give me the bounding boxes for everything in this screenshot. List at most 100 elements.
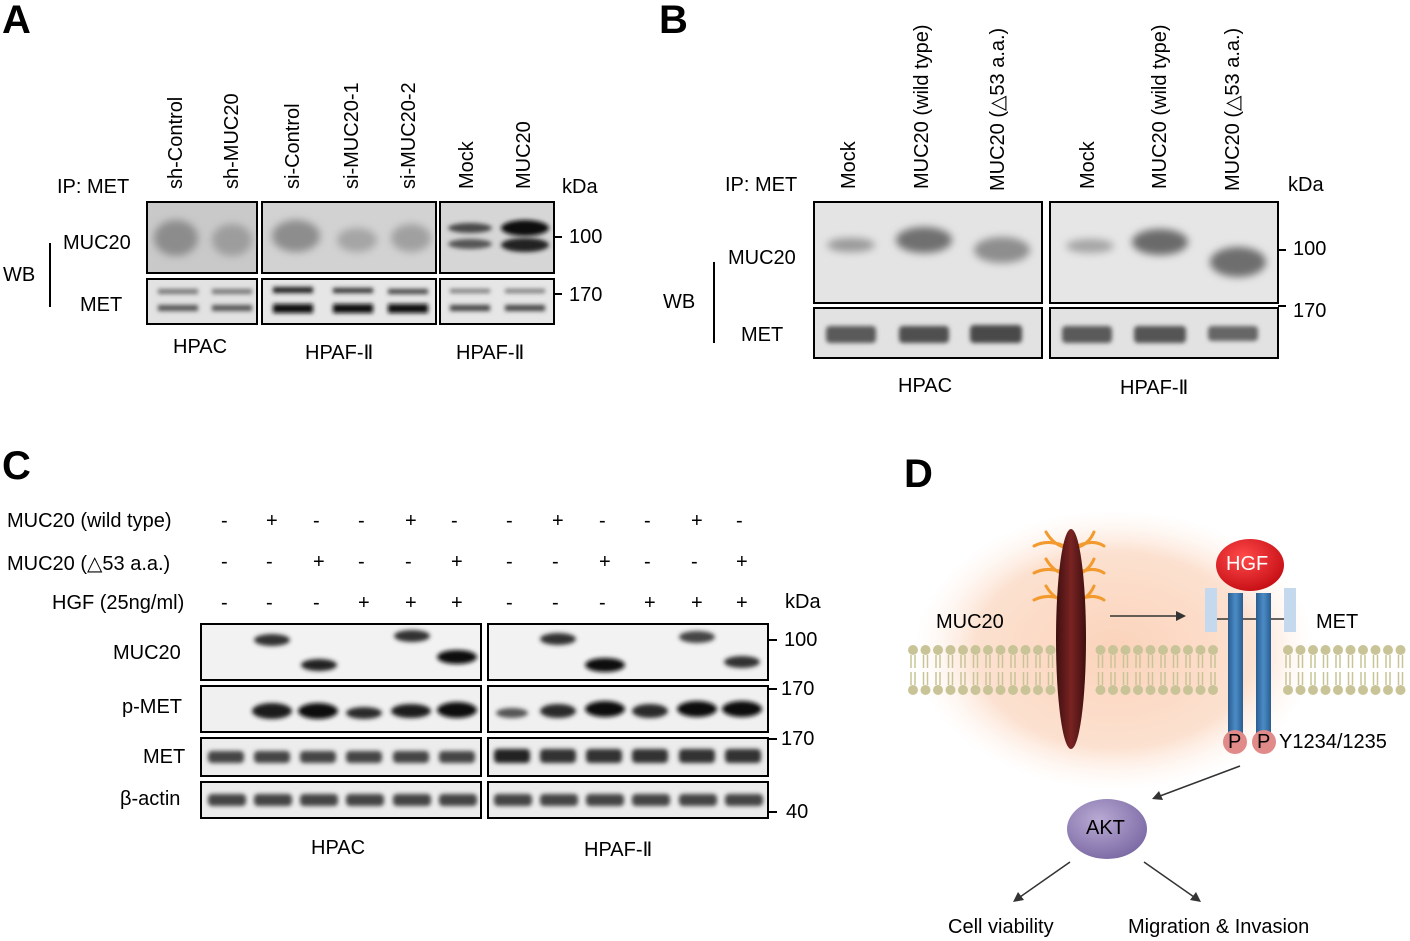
panel-c-condition-sign: +: [451, 592, 463, 614]
panel-b-wb-label: WB: [663, 291, 696, 313]
panel-b-lane-label: MUC20 (wild type): [911, 24, 933, 189]
panel-a-marker: 100: [569, 226, 603, 248]
panel-c-condition-sign: +: [451, 551, 463, 573]
panel-c-marker: 100: [784, 629, 818, 651]
panel-c-condition-sign: +: [405, 592, 417, 614]
panel-b-row-muc20: MUC20: [728, 247, 796, 269]
panel-c-condition-sign: -: [358, 551, 365, 573]
panel-c-condition-sign: -: [506, 510, 513, 532]
panel-a-letter: A: [2, 0, 31, 42]
panel-c-blots: [200, 623, 777, 819]
muc20-glyph: [1032, 529, 1106, 749]
panel-c-condition-sign: +: [313, 551, 325, 573]
panel-b-row-met: MET: [741, 324, 784, 346]
diagram-label-outcome: Migration & Invasion: [1128, 916, 1310, 938]
panel-a-lane-label: si-MUC20-2: [398, 82, 420, 189]
panel-c-condition-sign: -: [221, 510, 228, 532]
panel-a-lane-label: Mock: [456, 141, 478, 189]
panel-c-condition-sign: -: [313, 510, 320, 532]
panel-c-condition-label: HGF (25ng/ml): [52, 592, 185, 614]
diagram-label-phospho: P: [1228, 731, 1242, 753]
panel-a-cell-line: HPAF-Ⅱ: [456, 342, 525, 364]
panel-c-condition-sign: -: [552, 551, 559, 573]
panel-b-kda-label: kDa: [1288, 174, 1324, 196]
panel-c-condition-label: MUC20 (△53 a.a.): [7, 553, 171, 575]
panel-b-lane-label: MUC20 (△53 a.a.): [1222, 27, 1244, 191]
panel-c-condition-sign: -: [451, 510, 458, 532]
panel-c-cell-line: HPAC: [311, 837, 366, 859]
panel-c-condition-sign: -: [736, 510, 743, 532]
panel-c-condition-sign: +: [644, 592, 656, 614]
diagram-label-phospho: P: [1257, 731, 1271, 753]
diagram-label-met: MET: [1316, 611, 1359, 633]
panel-a-cell-line: HPAF-Ⅱ: [305, 342, 374, 364]
panel-c-letter: C: [2, 444, 31, 488]
panel-a-kda-label: kDa: [562, 176, 598, 198]
diagram-label-site: Y1234/1235: [1279, 731, 1387, 753]
panel-a-lane-label: sh-Control: [165, 96, 187, 189]
panel-c-condition-sign: +: [736, 592, 748, 614]
panel-c-condition-sign: +: [552, 510, 564, 532]
panel-c-condition-sign: -: [221, 551, 228, 573]
panel-b-ip-label: IP: MET: [725, 174, 798, 196]
panel-c-condition-sign: +: [691, 592, 703, 614]
panel-c-condition-sign: -: [644, 510, 651, 532]
panel-c-condition-sign: -: [599, 592, 606, 614]
panel-b-marker: 170: [1293, 300, 1327, 322]
panel-c-condition-sign: +: [405, 510, 417, 532]
panel-c-condition-label: MUC20 (wild type): [7, 510, 172, 532]
panel-b-cell-line: HPAC: [898, 375, 953, 397]
membrane: [908, 645, 1406, 695]
panel-a-lane-label: MUC20: [513, 121, 535, 189]
panel-a-row-muc20: MUC20: [63, 232, 131, 254]
panel-a-lane-label: sh-MUC20: [221, 93, 243, 189]
panel-a-lane-label: si-Control: [282, 103, 304, 189]
panel-c-condition-sign: -: [266, 551, 273, 573]
panel-c-condition-sign: -: [506, 551, 513, 573]
panel-c-condition-sign: -: [313, 592, 320, 614]
panel-c-condition-sign: +: [599, 551, 611, 573]
panel-c-row-label: β-actin: [120, 788, 181, 810]
panel-b-lane-label: MUC20 (△53 a.a.): [987, 27, 1009, 191]
panel-a-marker: 170: [569, 284, 603, 306]
akt-node: [1067, 799, 1147, 859]
panel-c-condition-sign: -: [221, 592, 228, 614]
diagram-label-muc20: MUC20: [936, 611, 1004, 633]
panel-c-condition-sign: -: [266, 592, 273, 614]
panel-c-condition-sign: -: [405, 551, 412, 573]
panel-c-condition-sign: -: [599, 510, 606, 532]
panel-b-marker: 100: [1293, 238, 1327, 260]
panel-c-marker: 40: [786, 801, 809, 823]
diagram-label-hgf: HGF: [1226, 553, 1269, 575]
panel-b-blots: [713, 201, 1286, 359]
panel-c-cell-line: HPAF-Ⅱ: [584, 839, 653, 861]
panel-c-condition-sign: +: [736, 551, 748, 573]
panel-c-row-label: MUC20: [113, 642, 181, 664]
panel-c-marker: 170: [781, 728, 815, 750]
met-glyph: [1205, 539, 1296, 754]
panel-a-ip-label: IP: MET: [57, 176, 130, 198]
panel-a-wb-label: WB: [3, 264, 36, 286]
panel-b-lane-label: Mock: [1077, 141, 1099, 189]
panel-a-blots: [49, 201, 562, 325]
panel-c-row-label: p-MET: [122, 696, 182, 718]
panel-d-letter: D: [904, 452, 933, 496]
panel-a-row-met: MET: [80, 294, 123, 316]
panel-b-letter: B: [659, 0, 688, 42]
panel-b-cell-line: HPAF-Ⅱ: [1120, 377, 1189, 399]
panel-c-condition-sign: +: [266, 510, 278, 532]
panel-c-condition-sign: +: [691, 510, 703, 532]
panel-c-condition-sign: -: [644, 551, 651, 573]
panel-b-lane-label: Mock: [838, 141, 860, 189]
diagram-label-outcome: Cell viability: [948, 916, 1054, 938]
panel-a-lane-label: si-MUC20-1: [341, 82, 363, 189]
panel-d-diagram: [908, 510, 1406, 902]
panel-c-condition-sign: -: [552, 592, 559, 614]
panel-c-kda-label: kDa: [785, 591, 821, 613]
panel-b-lane-label: MUC20 (wild type): [1149, 24, 1171, 189]
panel-c-condition-sign: -: [691, 551, 698, 573]
panel-c-condition-sign: +: [358, 592, 370, 614]
panel-c-row-label: MET: [143, 746, 186, 768]
panel-c-condition-sign: -: [506, 592, 513, 614]
